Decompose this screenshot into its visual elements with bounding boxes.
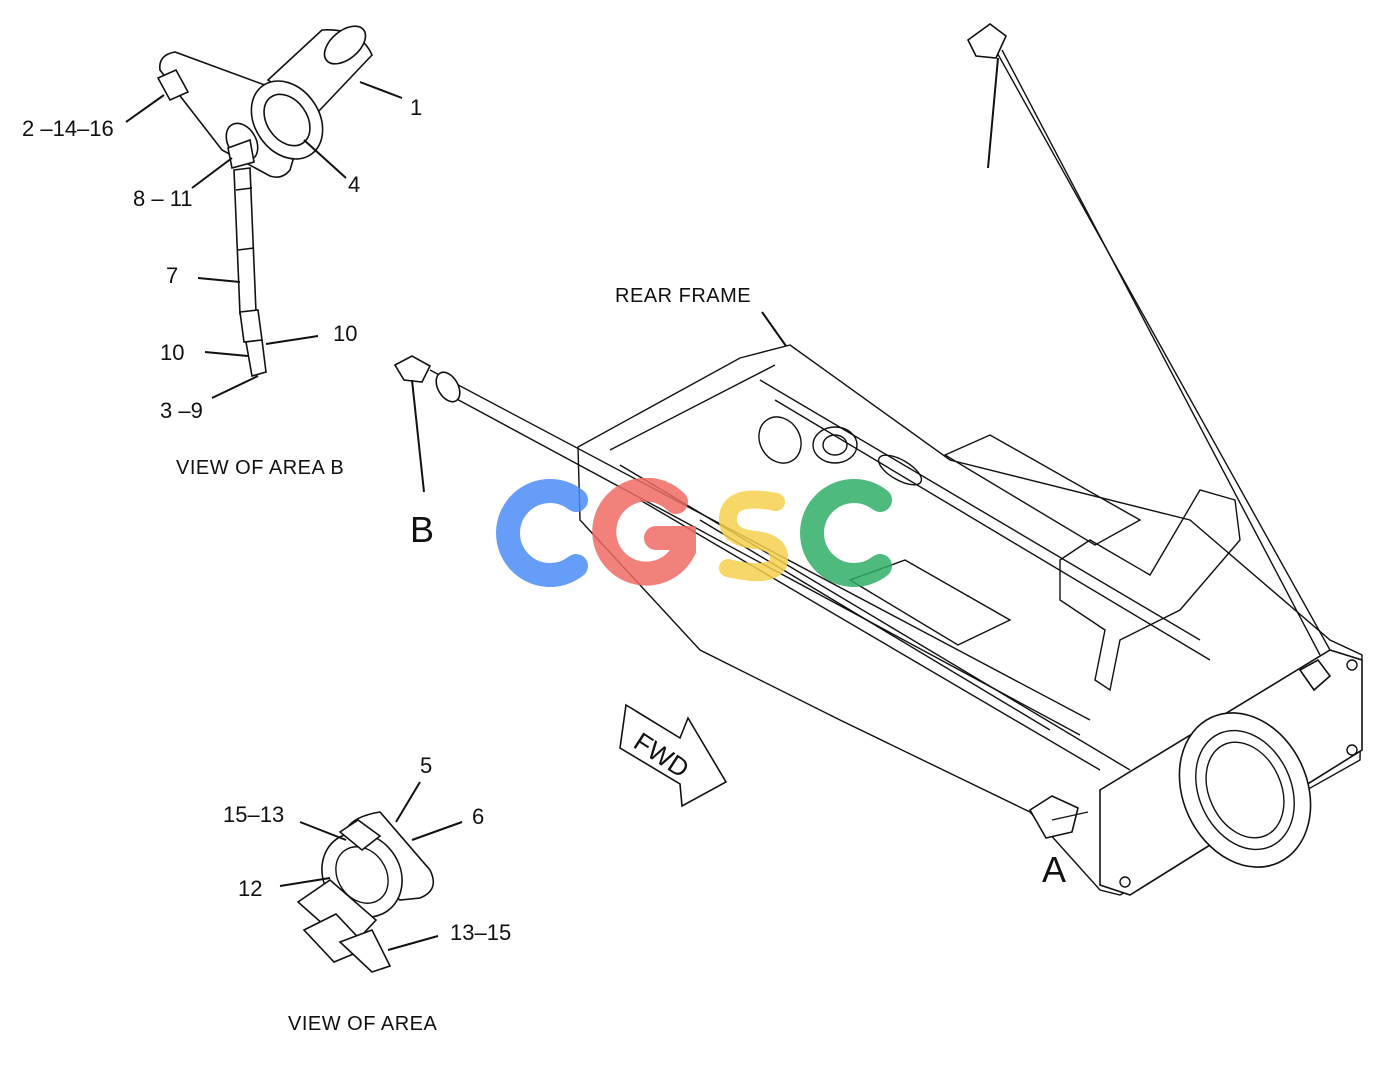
callout-1: 1 [410,95,423,120]
rear-frame-drawing [429,23,1363,896]
callout-10-left: 10 [160,340,185,365]
area-b-pointer [393,355,432,493]
view-area-b-caption: VIEW OF AREA B [176,457,345,479]
view-area-caption: VIEW OF AREA [288,1013,438,1035]
area-a-marker: A [1042,849,1067,890]
callout-13-15: 13–15 [450,920,512,945]
callout-15-13: 15–13 [223,802,285,827]
cgsc-watermark-logo [496,478,892,587]
callout-5: 5 [420,753,433,778]
callout-2-14-16: 2 –14–16 [22,116,114,141]
callout-8-11: 8 – 11 [133,186,193,211]
rear-frame-label: REAR FRAME [615,285,752,307]
area-a-detail [279,781,463,973]
callout-3-9: 3 –9 [160,398,203,423]
fwd-arrow-shape [619,703,728,808]
callout-12: 12 [238,876,263,901]
area-b-detail [125,25,403,399]
callout-10-right: 10 [333,321,358,346]
area-b-marker: B [410,509,435,550]
callout-4: 4 [348,172,361,197]
callout-7: 7 [166,263,179,288]
callout-6: 6 [472,804,485,829]
